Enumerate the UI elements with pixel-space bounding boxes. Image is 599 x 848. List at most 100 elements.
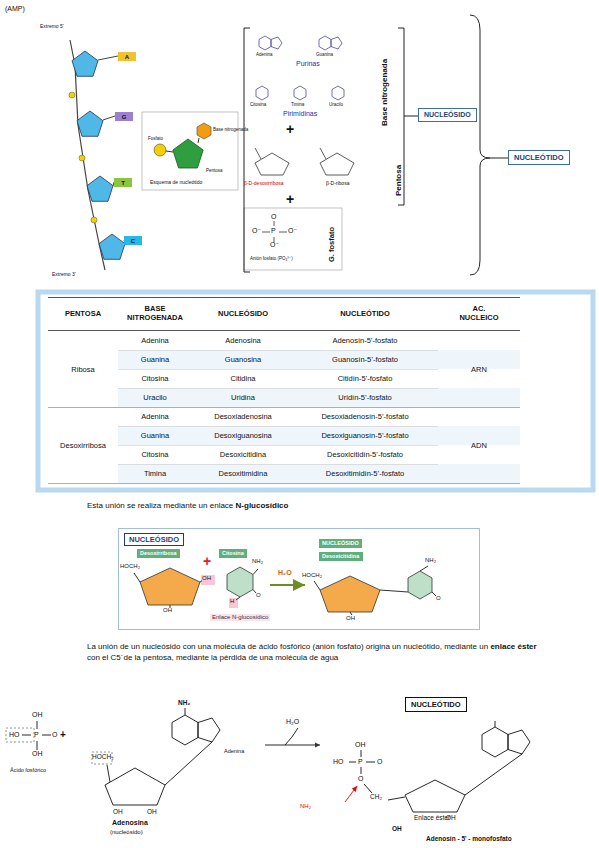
diagram-label: OH — [446, 814, 456, 821]
brackets — [244, 15, 508, 275]
table-cell: Desoxicitidina — [220, 451, 266, 460]
diagram-label: O — [377, 758, 382, 766]
diagram-label: H₂O — [278, 569, 292, 577]
tag-box: Citosina — [219, 549, 247, 558]
tag-box: Desoxirribosa — [137, 549, 180, 558]
body-paragraph: Esta unión se realiza mediante un enlace… — [87, 500, 577, 511]
table-cell: ADN — [471, 441, 487, 450]
diagram-label: P — [34, 731, 39, 739]
table-cell: Uridín-5’-fosfato — [338, 394, 391, 403]
vertical-label: G. fosfato — [328, 227, 337, 262]
table-cell: Timina — [144, 470, 166, 479]
table-cell: Guanina — [141, 432, 169, 441]
diagram-label: Adenosina — [112, 819, 148, 827]
diagram-label: Extremo 5' — [40, 24, 64, 30]
figure-heading: NUCLEÓSIDO — [124, 533, 184, 546]
nucleotide-scheme — [142, 112, 238, 190]
table-cell: Desoxiadenosina — [214, 413, 272, 422]
tag-box: NUCLEÓSIDO — [319, 539, 362, 548]
table-cell: NUCLEÓSIDO — [218, 310, 268, 319]
diagram-label: Extremo 3' — [52, 272, 76, 278]
diagram-label: Ácido fosfórico — [10, 767, 46, 773]
diagram-label: OH — [113, 808, 123, 815]
molecule-sketches — [244, 36, 354, 270]
table-cell: Desoxiguanosín-5’-fosfato — [321, 432, 408, 441]
diagram-label: O — [52, 731, 57, 739]
table-cell: Desoxitimidín-5’-fosfato — [326, 470, 404, 479]
diagram-label: OH — [32, 711, 43, 719]
vertical-label: Base nitrogenada — [380, 59, 389, 126]
table-cell: Desoxiadenosín-5’-fosfato — [321, 413, 408, 422]
diagram-label: H₂O — [286, 718, 299, 726]
diagram-label: Esquema de nucleótido — [150, 180, 202, 186]
diagram-label: Enlace éster — [414, 814, 450, 821]
diagram-label: OH — [355, 741, 366, 749]
table-grid — [38, 292, 593, 490]
figure-frame: NUCLEÓSIDO Desoxirribosa Citosina NUCLEÓSID… — [118, 528, 480, 630]
table-cell: Desoxicitidín-5’-fosfato — [327, 451, 403, 460]
table-cell: NUCLEÓTIDO — [340, 310, 390, 319]
diagram-label: CH₂ — [370, 793, 382, 800]
node-text: NUCLEÓTIDO — [411, 700, 461, 709]
diagram-label: Anión fosfato (PO₄³⁻) — [250, 256, 293, 261]
diagram-label: Pirimidinas — [283, 110, 317, 118]
diagram-label: NH₂ — [178, 699, 190, 706]
diagram-label: β-D-desoxirribosa — [244, 181, 284, 187]
table-cell: Citosina — [141, 451, 168, 460]
table-cell: ARN — [471, 365, 487, 374]
diagram-label: O — [271, 213, 276, 221]
diagram-label: T — [121, 179, 125, 186]
diagram-label: A — [125, 53, 129, 60]
diagram-label: Uracilo — [329, 102, 343, 107]
node-text: NUCLEÓSIDO — [322, 540, 359, 547]
term-box: NUCLEÓTIDO — [508, 150, 570, 165]
table-cell: Adenina — [141, 413, 169, 422]
table-cell: Guanosín-5’-fosfato — [332, 356, 398, 365]
diagram-label: C — [131, 237, 135, 244]
table-cell: Citosina — [141, 375, 168, 384]
diagram-label: HOCH₂ — [302, 572, 322, 579]
diagram-label: O — [436, 595, 441, 602]
diagram-label: OH — [346, 615, 355, 622]
diagram-label: + — [286, 121, 294, 137]
paragraph-text: enlace éster — [490, 642, 536, 651]
nucleotide-reaction — [6, 708, 530, 812]
diagram-label: NH₂ — [425, 557, 436, 564]
diagram-label: β-D-ribosa — [326, 181, 349, 187]
table-cell: Ribosa — [71, 365, 94, 374]
table-cell: Desoxitimidina — [219, 470, 268, 479]
paragraph-text: N-glucosídico — [236, 501, 289, 510]
diagram-label: NH₂ — [252, 558, 263, 565]
body-paragraph: La unión de un nucleósido con una molécu… — [87, 641, 537, 663]
table-cell: Uridina — [231, 394, 255, 403]
diagram-label: O — [256, 592, 261, 599]
diagram-label: Adenosín - 5' - monofosfato — [426, 835, 512, 842]
diagram-label: Citosina — [250, 102, 266, 107]
diagram-label: HOCH₂ — [92, 753, 114, 760]
diagram-label: + — [203, 553, 211, 569]
table-cell: Desoxiguanosina — [214, 432, 272, 441]
diagram-label: P — [358, 758, 363, 766]
diagram-label: + — [60, 729, 66, 741]
diagram-label: Adenina — [224, 748, 244, 754]
diagram-label: Base nitrogenada — [213, 127, 248, 132]
diagram-label: G — [122, 113, 127, 120]
table-cell: Uracilo — [143, 394, 166, 403]
table-cell: Guanina — [141, 356, 169, 365]
diagram-label: OH — [32, 750, 43, 758]
tag-box: Desoxicitidina — [319, 552, 363, 561]
diagram-label: P — [271, 227, 276, 235]
vertical-label: Pentosa — [394, 165, 403, 196]
diagram-label: (AMP) — [5, 5, 25, 13]
diagram-label: O⁻ — [288, 227, 297, 235]
diagram-label: Fosfato — [148, 136, 163, 141]
node-text: NUCLEÓTIDO — [514, 153, 564, 162]
diagram-label: O⁻ — [252, 227, 261, 235]
diagram-label: Guanina — [316, 52, 333, 57]
table-cell: Adenina — [141, 337, 169, 346]
paragraph-text: con el C5´de la pentosa, mediante la pér… — [87, 653, 338, 662]
diagram-label: Purinas — [296, 60, 320, 68]
table-cell: Guanosina — [225, 356, 261, 365]
diagram-label: OH — [392, 825, 402, 832]
